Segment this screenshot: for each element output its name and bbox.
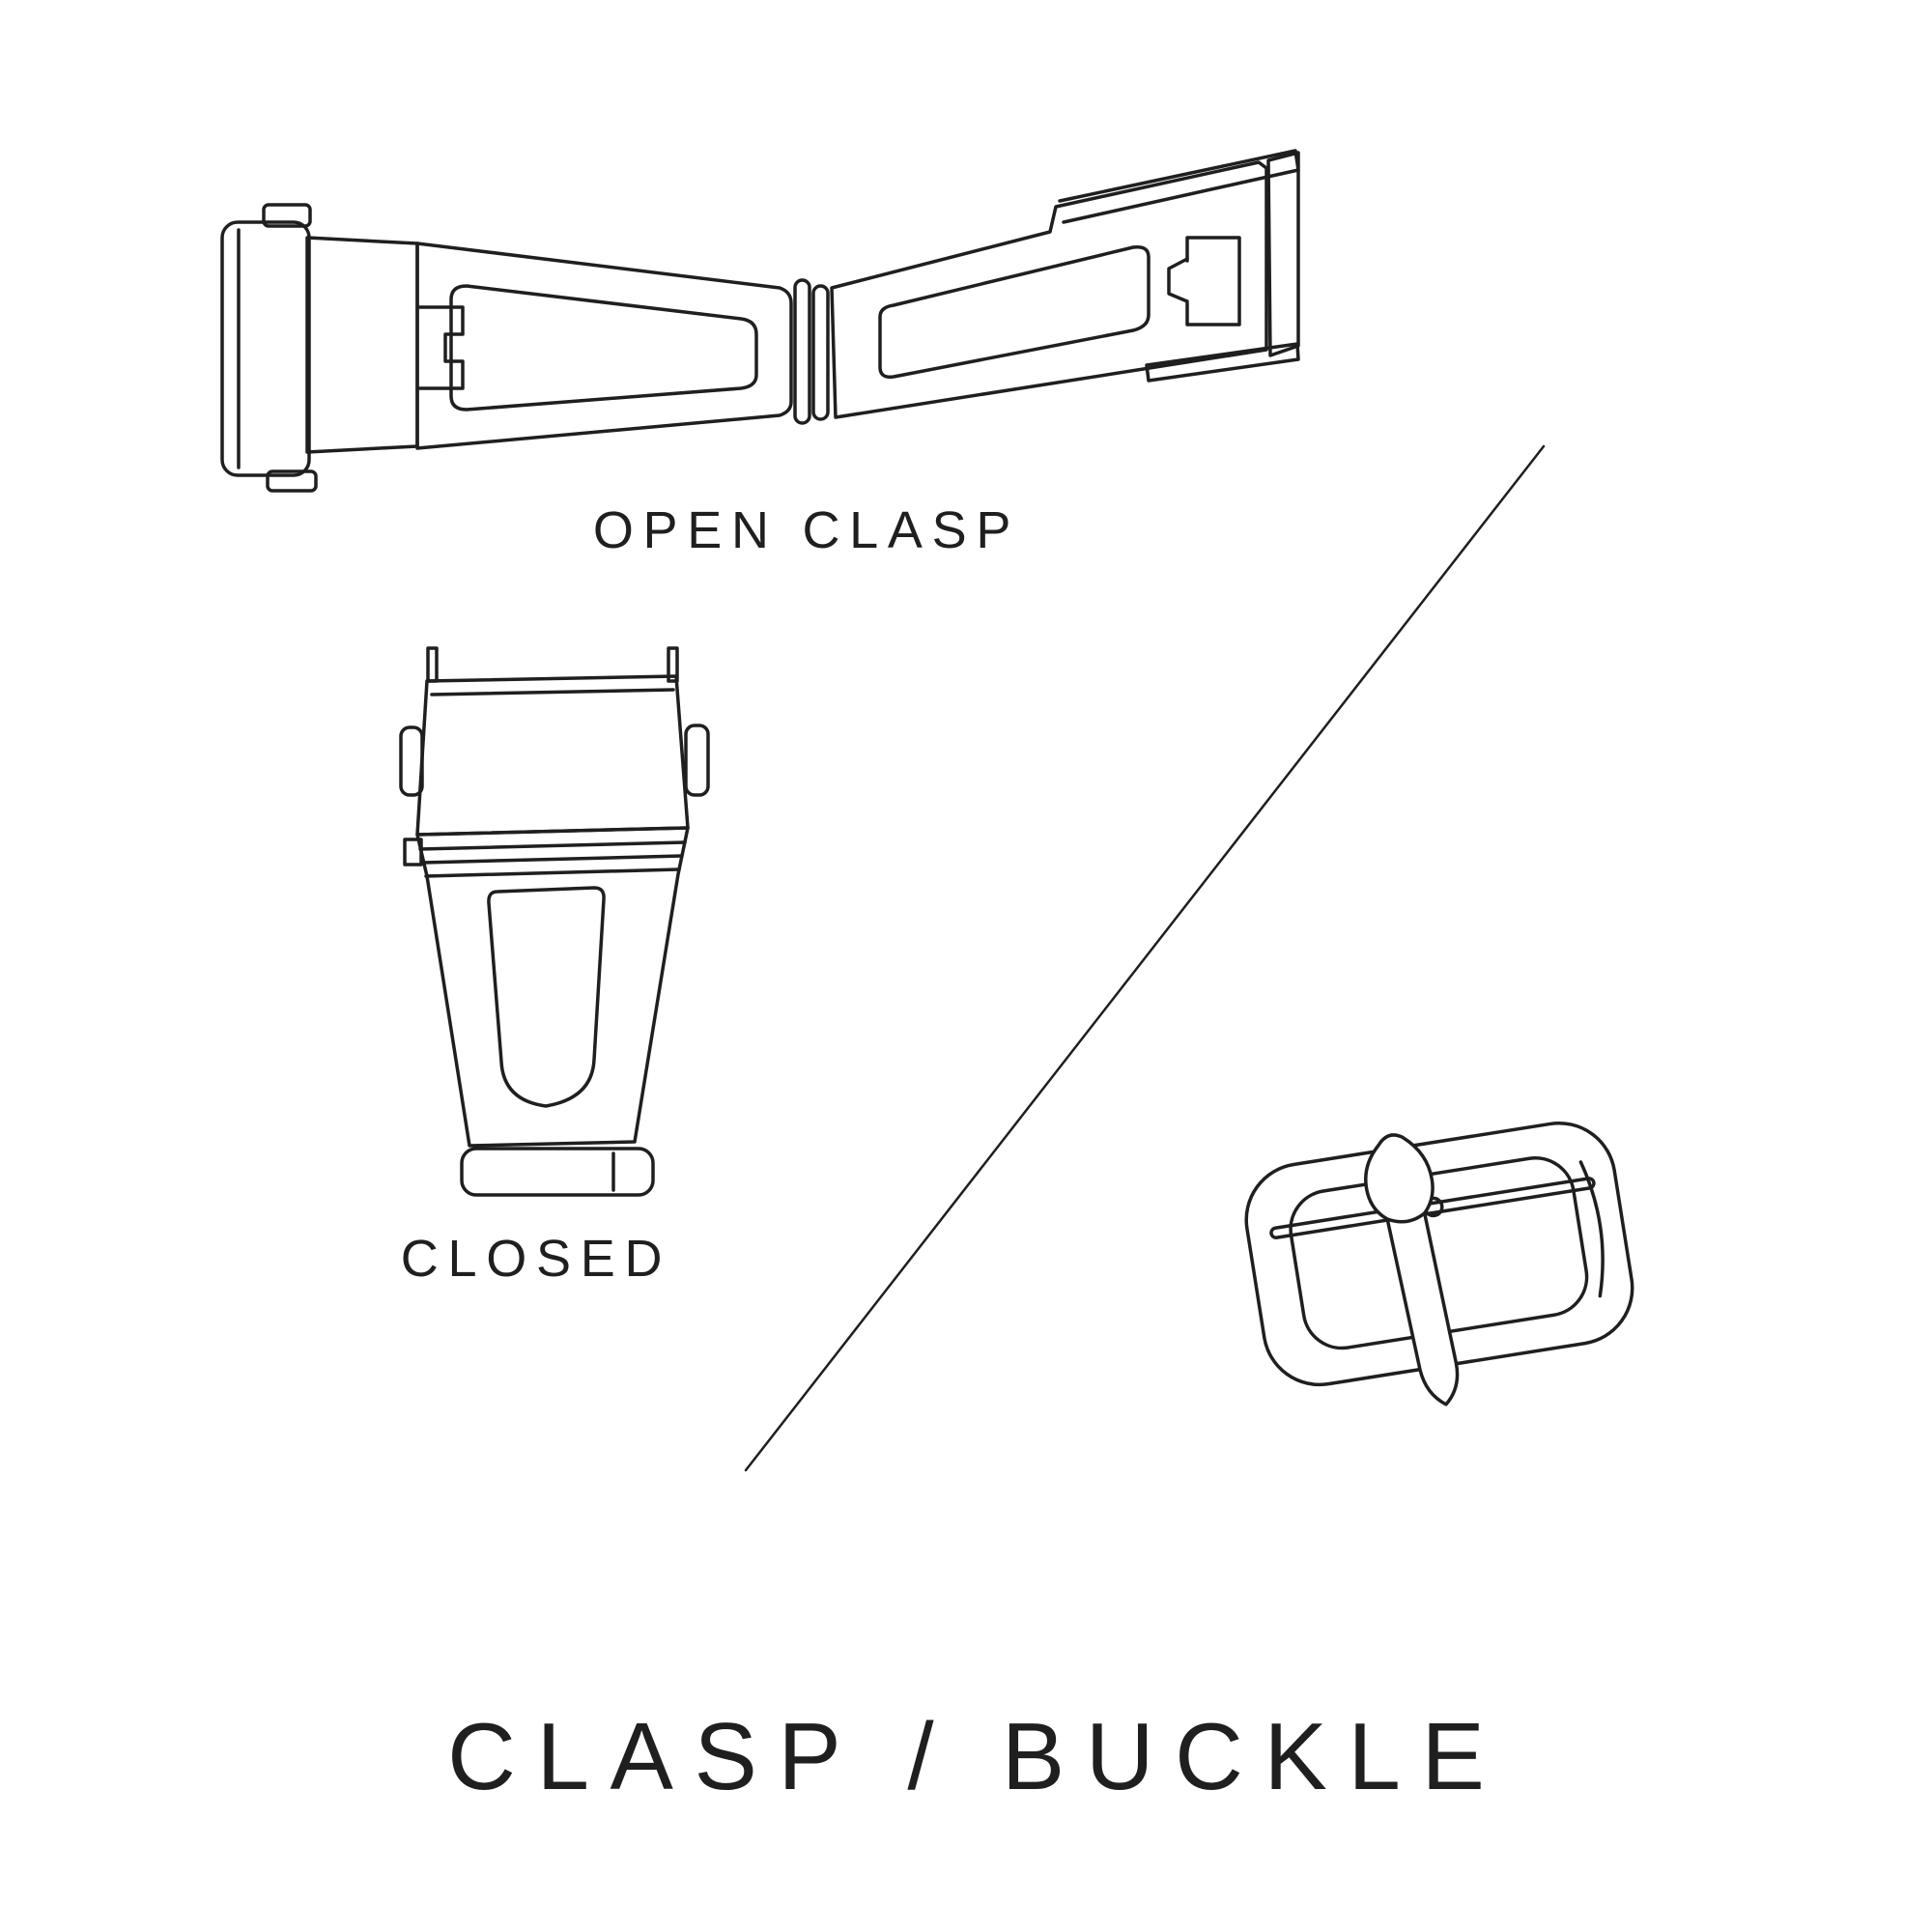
- closed-clasp-label: CLOSED: [400, 1230, 672, 1288]
- open-clasp-bottom-tab: [266, 469, 318, 493]
- open-clasp-label: OPEN CLASP: [592, 501, 1021, 559]
- open-clasp-hook: [1185, 236, 1241, 327]
- open-clasp-top-tab: [262, 203, 312, 228]
- open-clasp-end-link: [220, 220, 311, 477]
- buckle-tongue: [1364, 1133, 1460, 1406]
- buckle-pin: [1269, 1177, 1596, 1239]
- open-clasp-left-arm: [415, 242, 793, 450]
- closed-clasp-cover: [415, 674, 690, 837]
- closed-clasp-left-prong: [426, 646, 439, 683]
- diagram-title: CLASP / BUCKLE: [447, 1703, 1506, 1809]
- open-clasp-illustration: [220, 149, 1300, 493]
- closed-clasp-right-prong: [667, 646, 679, 683]
- closed-clasp-right-tab: [684, 724, 710, 797]
- tang-buckle-illustration: [1244, 1121, 1634, 1406]
- open-clasp-latch: [415, 305, 465, 390]
- closed-clasp-bottom-cap: [460, 1147, 655, 1197]
- open-clasp-right-arm: [830, 160, 1268, 419]
- open-clasp-head: [305, 236, 419, 454]
- closed-clasp-illustration: [399, 646, 710, 1197]
- open-clasp-hinge: [793, 278, 811, 425]
